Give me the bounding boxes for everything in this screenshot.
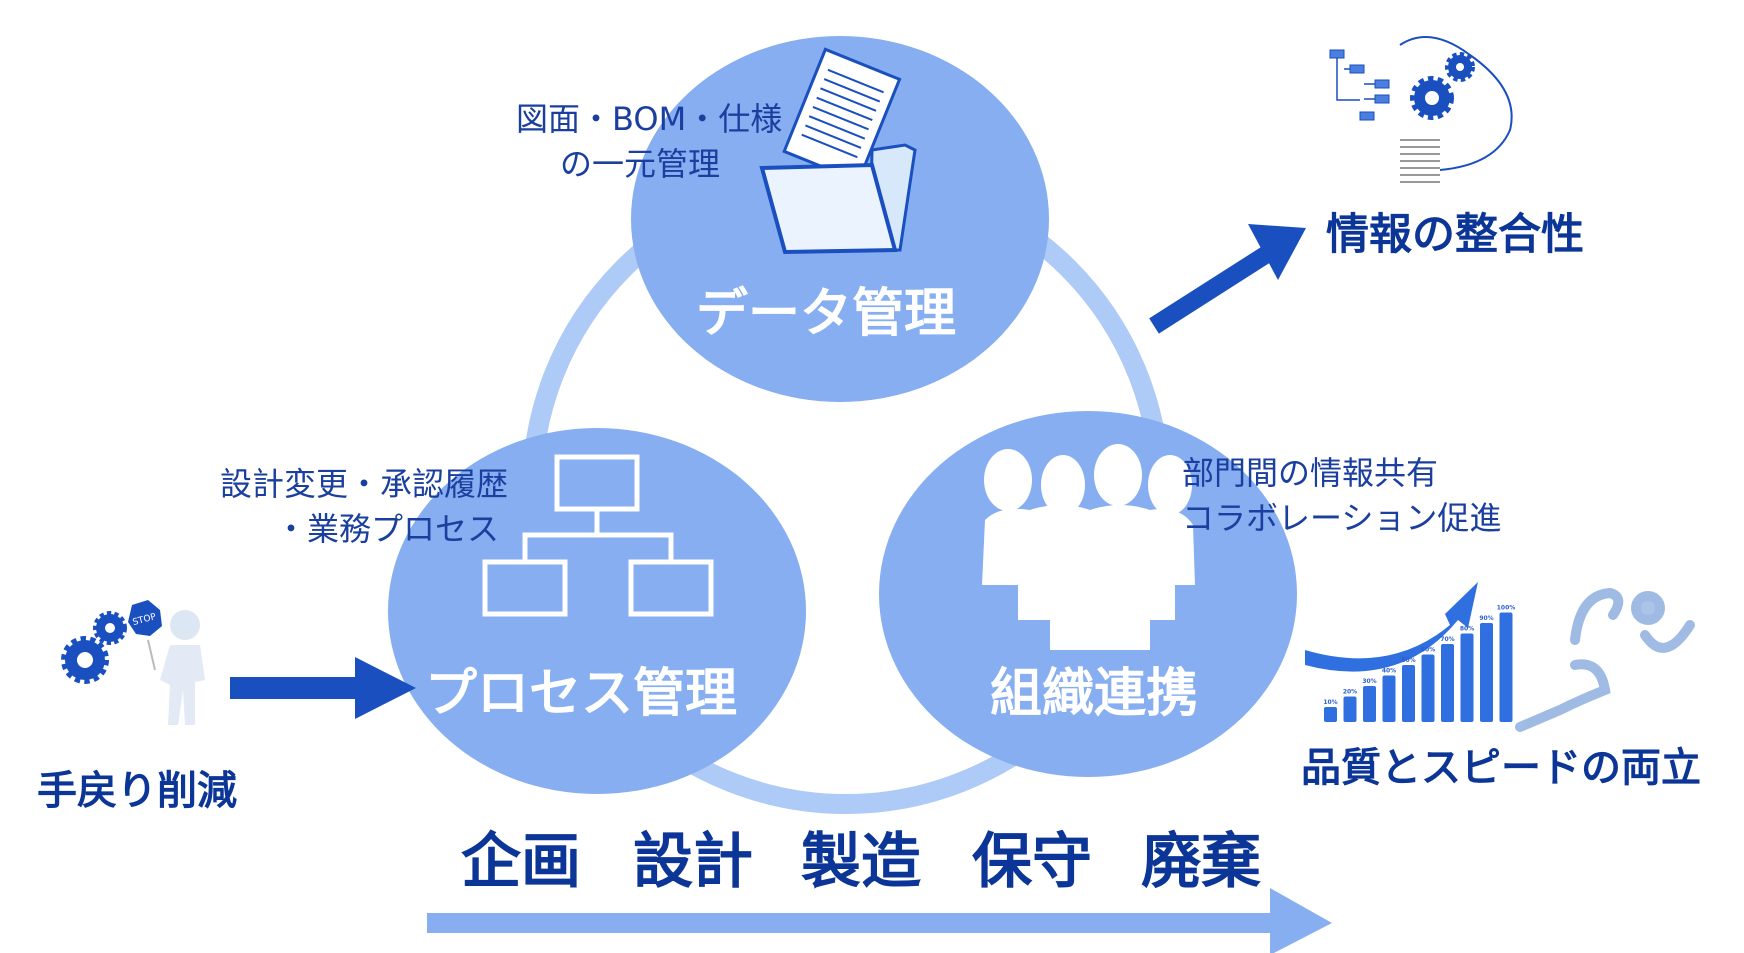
- quality-speed-label: 品質とスピードの両立: [1301, 745, 1701, 791]
- growth-bar-chart-icon: 10% 20% 30% 40% 50% 60% 70% 80% 90% 100%: [1305, 582, 1515, 722]
- people-group-icon: [982, 444, 1195, 650]
- growth-bar: [1421, 654, 1435, 722]
- process-management-note-line2: ・業務プロセス: [275, 510, 500, 548]
- process-management-note-line1: 設計変更・承認履歴: [220, 465, 509, 503]
- growth-bar: [1441, 644, 1454, 722]
- growth-bar-label: 80%: [1460, 626, 1474, 633]
- process-management-title: プロセス管理: [425, 664, 738, 724]
- data-management-title: データ管理: [696, 284, 957, 344]
- data-management-note-line1: 図面・BOM・仕様: [516, 100, 783, 138]
- lifecycle-stage-design: 設計: [633, 827, 753, 897]
- rework-arrow: [230, 657, 416, 719]
- growth-bar-label: 100%: [1497, 605, 1516, 612]
- growth-bar-label: 40%: [1382, 668, 1396, 675]
- growth-bar: [1363, 686, 1376, 722]
- growth-bar-label: 70%: [1440, 636, 1454, 643]
- growth-bar-label: 50%: [1401, 657, 1415, 664]
- lifecycle-stage-planning: 企画: [461, 827, 581, 897]
- growth-bar: [1480, 623, 1493, 722]
- lifecycle-stage-manufacturing: 製造: [801, 827, 921, 897]
- rework-reduction-label: 手戻り削減: [37, 768, 237, 814]
- growth-bar: [1382, 675, 1396, 722]
- growth-bar-label: 30%: [1362, 678, 1376, 685]
- growth-bar-label: 90%: [1479, 615, 1493, 622]
- growth-bar: [1402, 665, 1415, 722]
- process-management-circle: [388, 428, 806, 794]
- org-collaboration-note-line1: 部門間の情報共有: [1182, 454, 1439, 492]
- growth-bar-label: 10%: [1323, 699, 1337, 706]
- data-management-note-line2: の一元管理: [560, 145, 721, 183]
- consistency-label: 情報の整合性: [1326, 210, 1584, 260]
- growth-bar-label: 60%: [1421, 647, 1435, 654]
- stop-gears-figure-icon: STOP: [61, 600, 205, 725]
- flowchart-icon: [482, 454, 714, 617]
- lifecycle-stage-disposal: 廃棄: [1141, 827, 1261, 897]
- growth-bar: [1460, 633, 1474, 722]
- org-collaboration-title: 組織連携: [990, 664, 1199, 724]
- lifecycle-stage-maintenance: 保守: [972, 827, 1092, 897]
- growth-bar: [1324, 707, 1337, 722]
- growth-bar: [1343, 696, 1357, 722]
- consistency-arrow: [1149, 224, 1306, 334]
- org-collaboration-note-line2: コラボレーション促進: [1182, 499, 1502, 537]
- growth-bar-label: 20%: [1343, 689, 1357, 696]
- runner-icon: [1515, 587, 1695, 732]
- network-gears-checklist-icon: [1329, 36, 1513, 183]
- lifecycle-arrow: [427, 888, 1332, 953]
- growth-bar: [1499, 612, 1513, 722]
- folder-document-icon: [759, 47, 917, 255]
